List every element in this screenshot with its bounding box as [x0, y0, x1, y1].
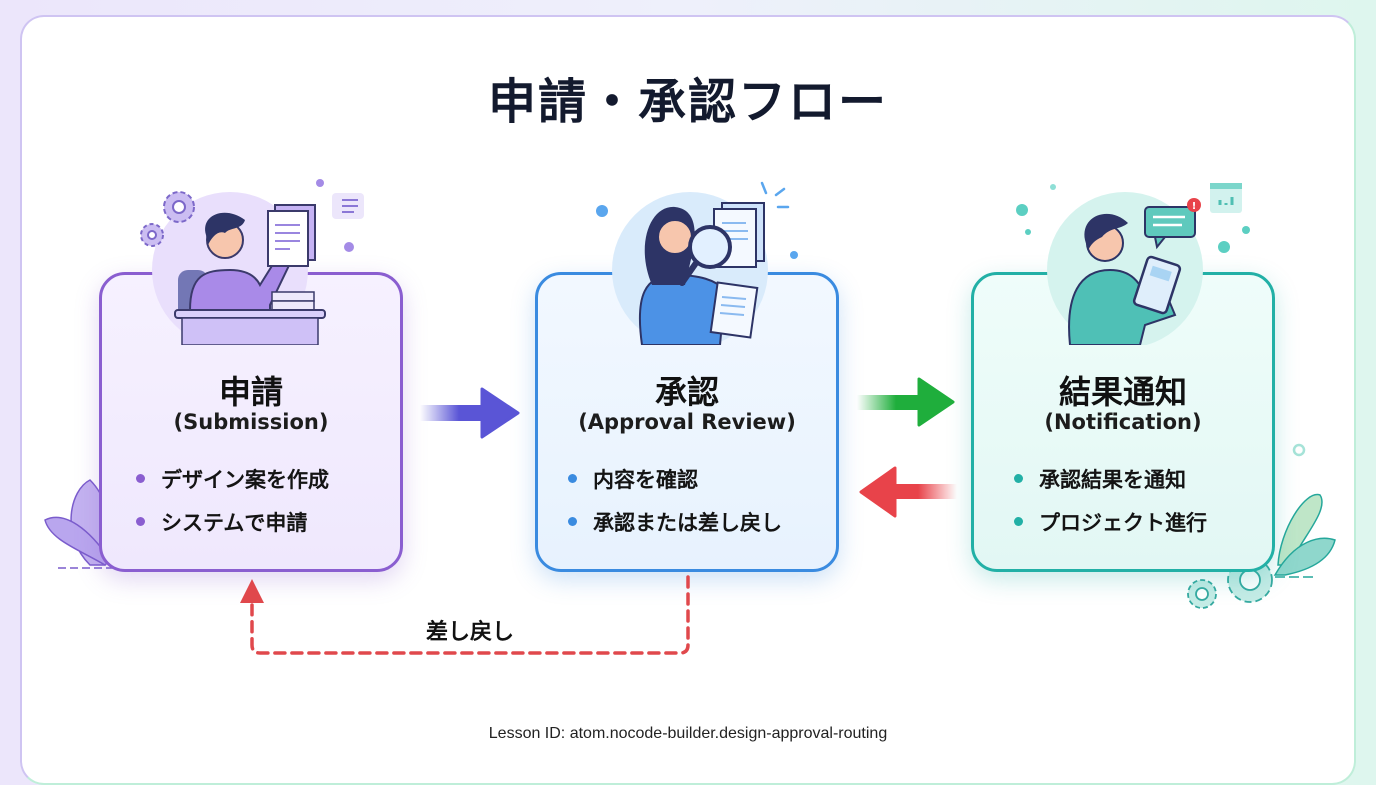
bullet-item: デザイン案を作成: [136, 457, 329, 500]
step-subheading: (Approval Review): [578, 410, 796, 434]
approval-illustration: [596, 181, 798, 345]
svg-text:!: !: [1192, 201, 1197, 212]
bullet-dot: [136, 517, 145, 526]
arrow-review-to-notification: [857, 377, 955, 427]
step-heading: 申請: [218, 373, 283, 411]
send-back-label: 差し戻し: [425, 620, 514, 645]
bullet-dot: [568, 517, 577, 526]
arrow-notification-to-review: [859, 466, 957, 518]
send-back-loop-arrow: [240, 575, 690, 655]
step-bullets: 承認結果を通知 プロジェクト進行: [1014, 457, 1207, 543]
step-heading: 結果通知: [1058, 373, 1187, 411]
bullet-dot: [1014, 474, 1023, 483]
bullet-item: 承認または差し戻し: [568, 500, 782, 543]
bullet-item: プロジェクト進行: [1014, 500, 1207, 543]
bullet-item: 内容を確認: [568, 457, 782, 500]
lesson-id: Lesson ID: atom.nocode-builder.design-ap…: [488, 725, 888, 742]
step-bullets: デザイン案を作成 システムで申請: [136, 457, 329, 543]
page-title: 申請・承認フロー: [487, 74, 888, 130]
step-subheading: (Submission): [173, 410, 329, 434]
bullet-dot: [568, 474, 577, 483]
bullet-dot: [136, 474, 145, 483]
bullet-item: 承認結果を通知: [1014, 457, 1207, 500]
step-subheading: (Notification): [1044, 410, 1202, 434]
bullet-item: システムで申請: [136, 500, 329, 543]
arrow-submit-to-review: [420, 387, 520, 439]
gear-icon: [140, 191, 195, 247]
bullet-dot: [1014, 517, 1023, 526]
notification-illustration: !: [1016, 183, 1250, 345]
gears-decoration: [1187, 560, 1273, 609]
submission-illustration: [140, 179, 364, 345]
plant-right-decoration: [1273, 443, 1336, 578]
step-heading: 承認: [654, 373, 719, 411]
step-bullets: 内容を確認 承認または差し戻し: [568, 457, 782, 543]
